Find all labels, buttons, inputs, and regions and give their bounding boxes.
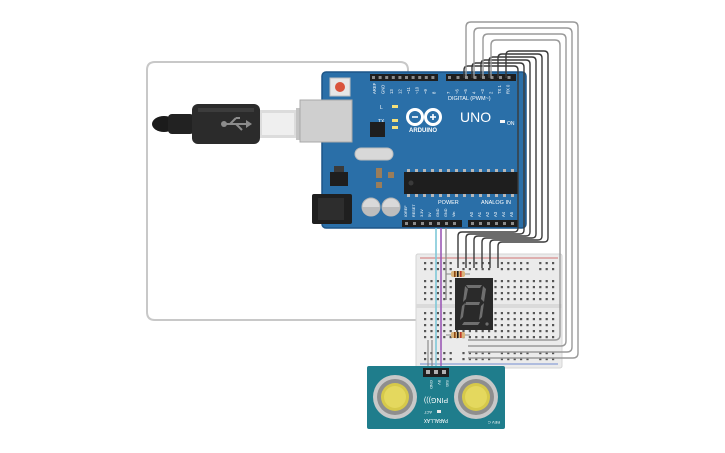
grey-wire (465, 21, 579, 359)
grey-wire (468, 33, 567, 347)
usb-jack (299, 99, 353, 143)
seven-segment-display[interactable]: 8 (0, 0, 493, 330)
capacitors (361, 197, 401, 217)
top-pin-label: ~5 (463, 89, 468, 94)
power-pin-label: 5V (428, 212, 432, 217)
top-pin-label: ~6 (455, 89, 460, 94)
brand-label: ARDUINO (409, 128, 437, 134)
on-led-label: ON (507, 121, 515, 127)
reset-button[interactable] (329, 77, 351, 97)
top-pin-label: GND (381, 85, 386, 94)
grey-wire (468, 39, 561, 341)
digital-wire (497, 50, 549, 268)
top-pin-label: 13 (389, 89, 394, 94)
usb-icon (221, 117, 252, 131)
sensor-pin-label: GND (429, 380, 434, 389)
rx-led (392, 126, 398, 129)
sensor-header (423, 368, 449, 377)
tx-led (392, 119, 398, 122)
resistor-top (446, 271, 470, 277)
crystal (354, 147, 394, 161)
analog-pin-label: A3 (493, 211, 498, 217)
sensor-pin-label: 5V (437, 380, 442, 385)
top-pin-label: 7 (446, 91, 451, 94)
model-label: UNO (460, 109, 491, 125)
display-digit: 8 (0, 0, 1, 1)
analog-pin-label: A5 (509, 211, 514, 217)
digital-wire (489, 53, 543, 268)
act-led (437, 410, 441, 413)
l-led (392, 105, 398, 108)
power-pin-label: GND (436, 208, 440, 217)
usb-cable-loop (146, 61, 430, 321)
power-label: POWER (438, 200, 459, 206)
arduino-logo-icon (406, 108, 442, 126)
top-pin-label: 2 (489, 91, 494, 94)
l-led-label: L (380, 105, 383, 111)
analog-pin-label: A4 (501, 211, 506, 217)
usb-chip (370, 122, 385, 137)
sensor-act-label: ACT (423, 410, 432, 415)
top-pin-label: 4 (472, 91, 477, 94)
analog-label: ANALOG IN (481, 200, 511, 206)
top-pin-label: ~9 (423, 89, 428, 94)
analog-pin-label: A1 (477, 211, 482, 217)
header-analog (468, 220, 518, 227)
top-pin-label: 12 (398, 89, 403, 94)
sensor-revision: REV C (488, 420, 500, 425)
bottom-pin-holes (405, 222, 514, 225)
voltage-regulator (330, 172, 348, 186)
resistor-bottom (446, 332, 470, 338)
power-pin-label: 3.3V (420, 209, 424, 217)
top-pin-label: RX 0 (506, 84, 511, 94)
sensor-name: PING))) (424, 396, 448, 403)
top-pin-label: 8 (432, 91, 437, 94)
top-pin-label: ~3 (480, 89, 485, 94)
sensor-maker: PARALLAX (424, 417, 448, 423)
analog-pin-label: A2 (485, 211, 490, 217)
power-pin-label: Vin (452, 212, 456, 217)
digital-label: DIGITAL (PWM~) (448, 96, 491, 102)
top-pin-label: ~11 (406, 87, 411, 94)
outer-grey-wires (465, 21, 579, 359)
on-led (500, 120, 505, 123)
top-pin-label: AREF (372, 82, 377, 94)
atmega-chip (404, 169, 518, 197)
sensor-pin-label: SIG (445, 380, 450, 387)
power-pin-labels: IOREF RESET 3.3V 5V GND GND Vin (404, 204, 456, 217)
grey-wire (468, 27, 573, 353)
analog-pin-label: A0 (469, 211, 474, 217)
segment-digit-icon (460, 285, 489, 326)
power-pin-label: IOREF (404, 205, 408, 217)
header-digital-left (370, 74, 438, 81)
top-pin-label: ~10 (415, 86, 420, 94)
transducer-left (373, 375, 417, 419)
transducer-right (454, 375, 498, 419)
power-pin-label: GND (444, 208, 448, 217)
power-pin-label: RESET (412, 204, 416, 217)
top-pin-label: TX 1 (497, 84, 502, 94)
